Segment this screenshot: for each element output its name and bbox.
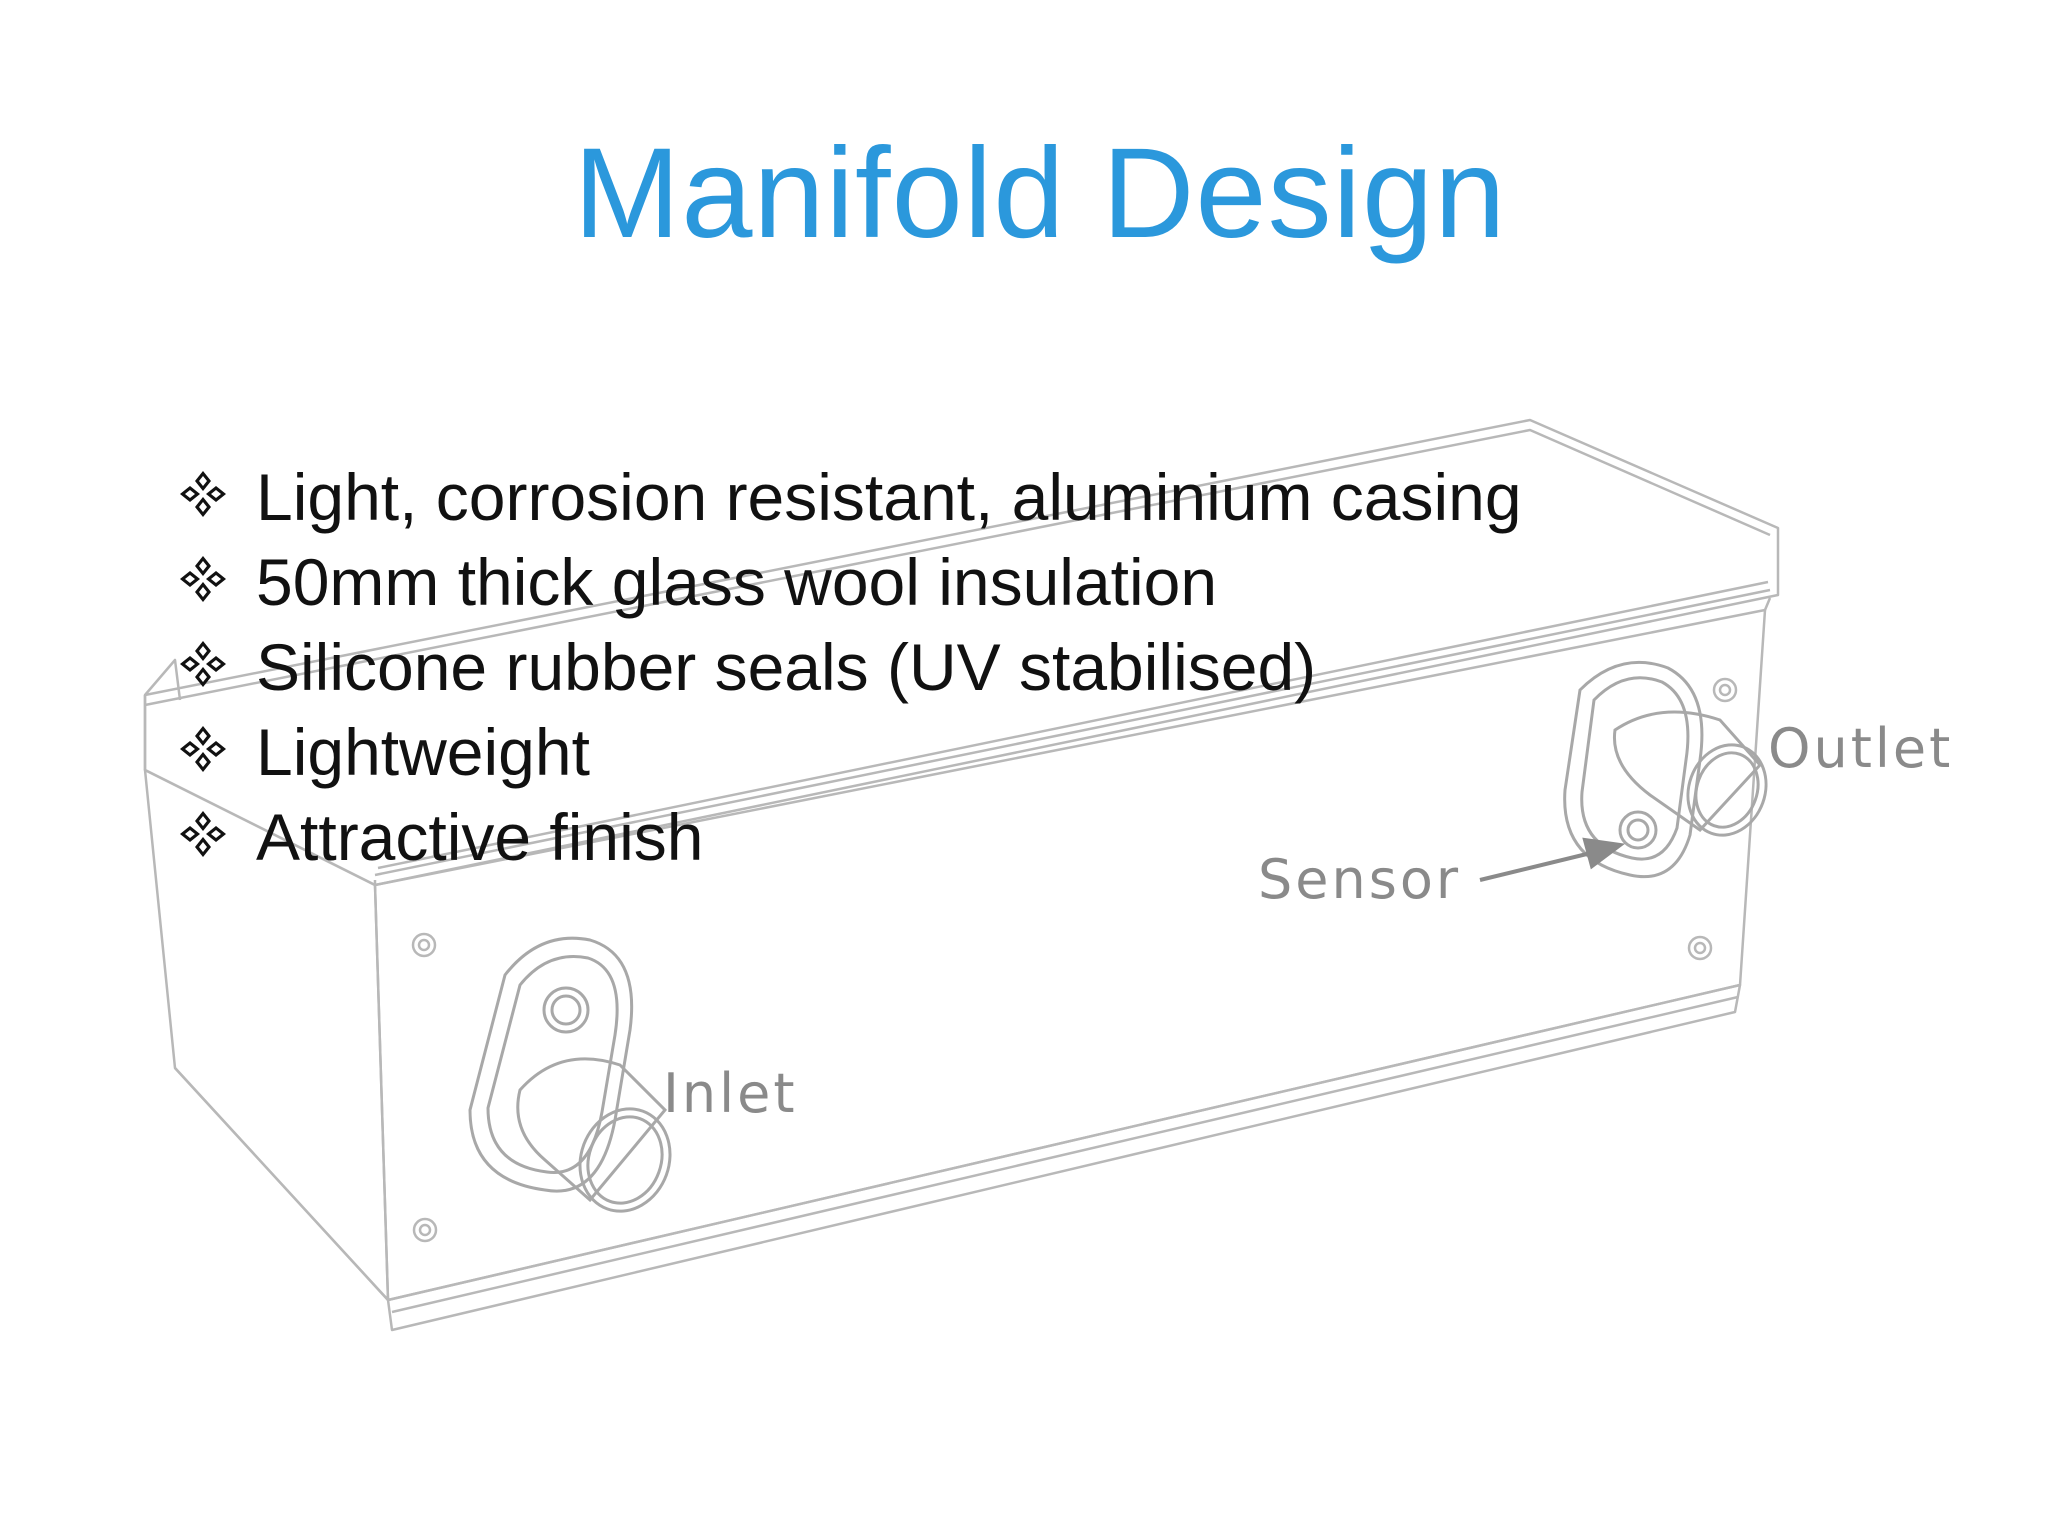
bullet-list: Light, corrosion resistant, aluminium ca… [178, 455, 1522, 880]
bullet-item: Light, corrosion resistant, aluminium ca… [178, 455, 1522, 540]
bullet-item: 50mm thick glass wool insulation [178, 540, 1522, 625]
four-diamond-bullet-icon [180, 810, 226, 857]
bullet-text: 50mm thick glass wool insulation [256, 545, 1218, 619]
slide-title: Manifold Design [573, 122, 1507, 265]
bullet-text: Silicone rubber seals (UV stabilised) [256, 630, 1317, 704]
four-diamond-bullet-icon [180, 555, 226, 602]
bullet-text: Light, corrosion resistant, aluminium ca… [256, 460, 1522, 534]
outlet-label: Outlet [1768, 717, 1953, 780]
bullet-text: Lightweight [256, 715, 590, 789]
bullet-item: Attractive finish [178, 795, 1522, 880]
bullet-text: Attractive finish [256, 800, 704, 874]
sensor-label: Sensor [1258, 848, 1461, 911]
four-diamond-bullet-icon [180, 470, 226, 517]
inlet-fitting [468, 936, 672, 1213]
four-diamond-bullet-icon [180, 640, 226, 687]
inlet-label: Inlet [663, 1062, 798, 1125]
bullet-item: Lightweight [178, 710, 1522, 795]
bullet-item: Silicone rubber seals (UV stabilised) [178, 625, 1522, 710]
four-diamond-bullet-icon [180, 725, 226, 772]
sensor-arrow [1479, 837, 1626, 882]
